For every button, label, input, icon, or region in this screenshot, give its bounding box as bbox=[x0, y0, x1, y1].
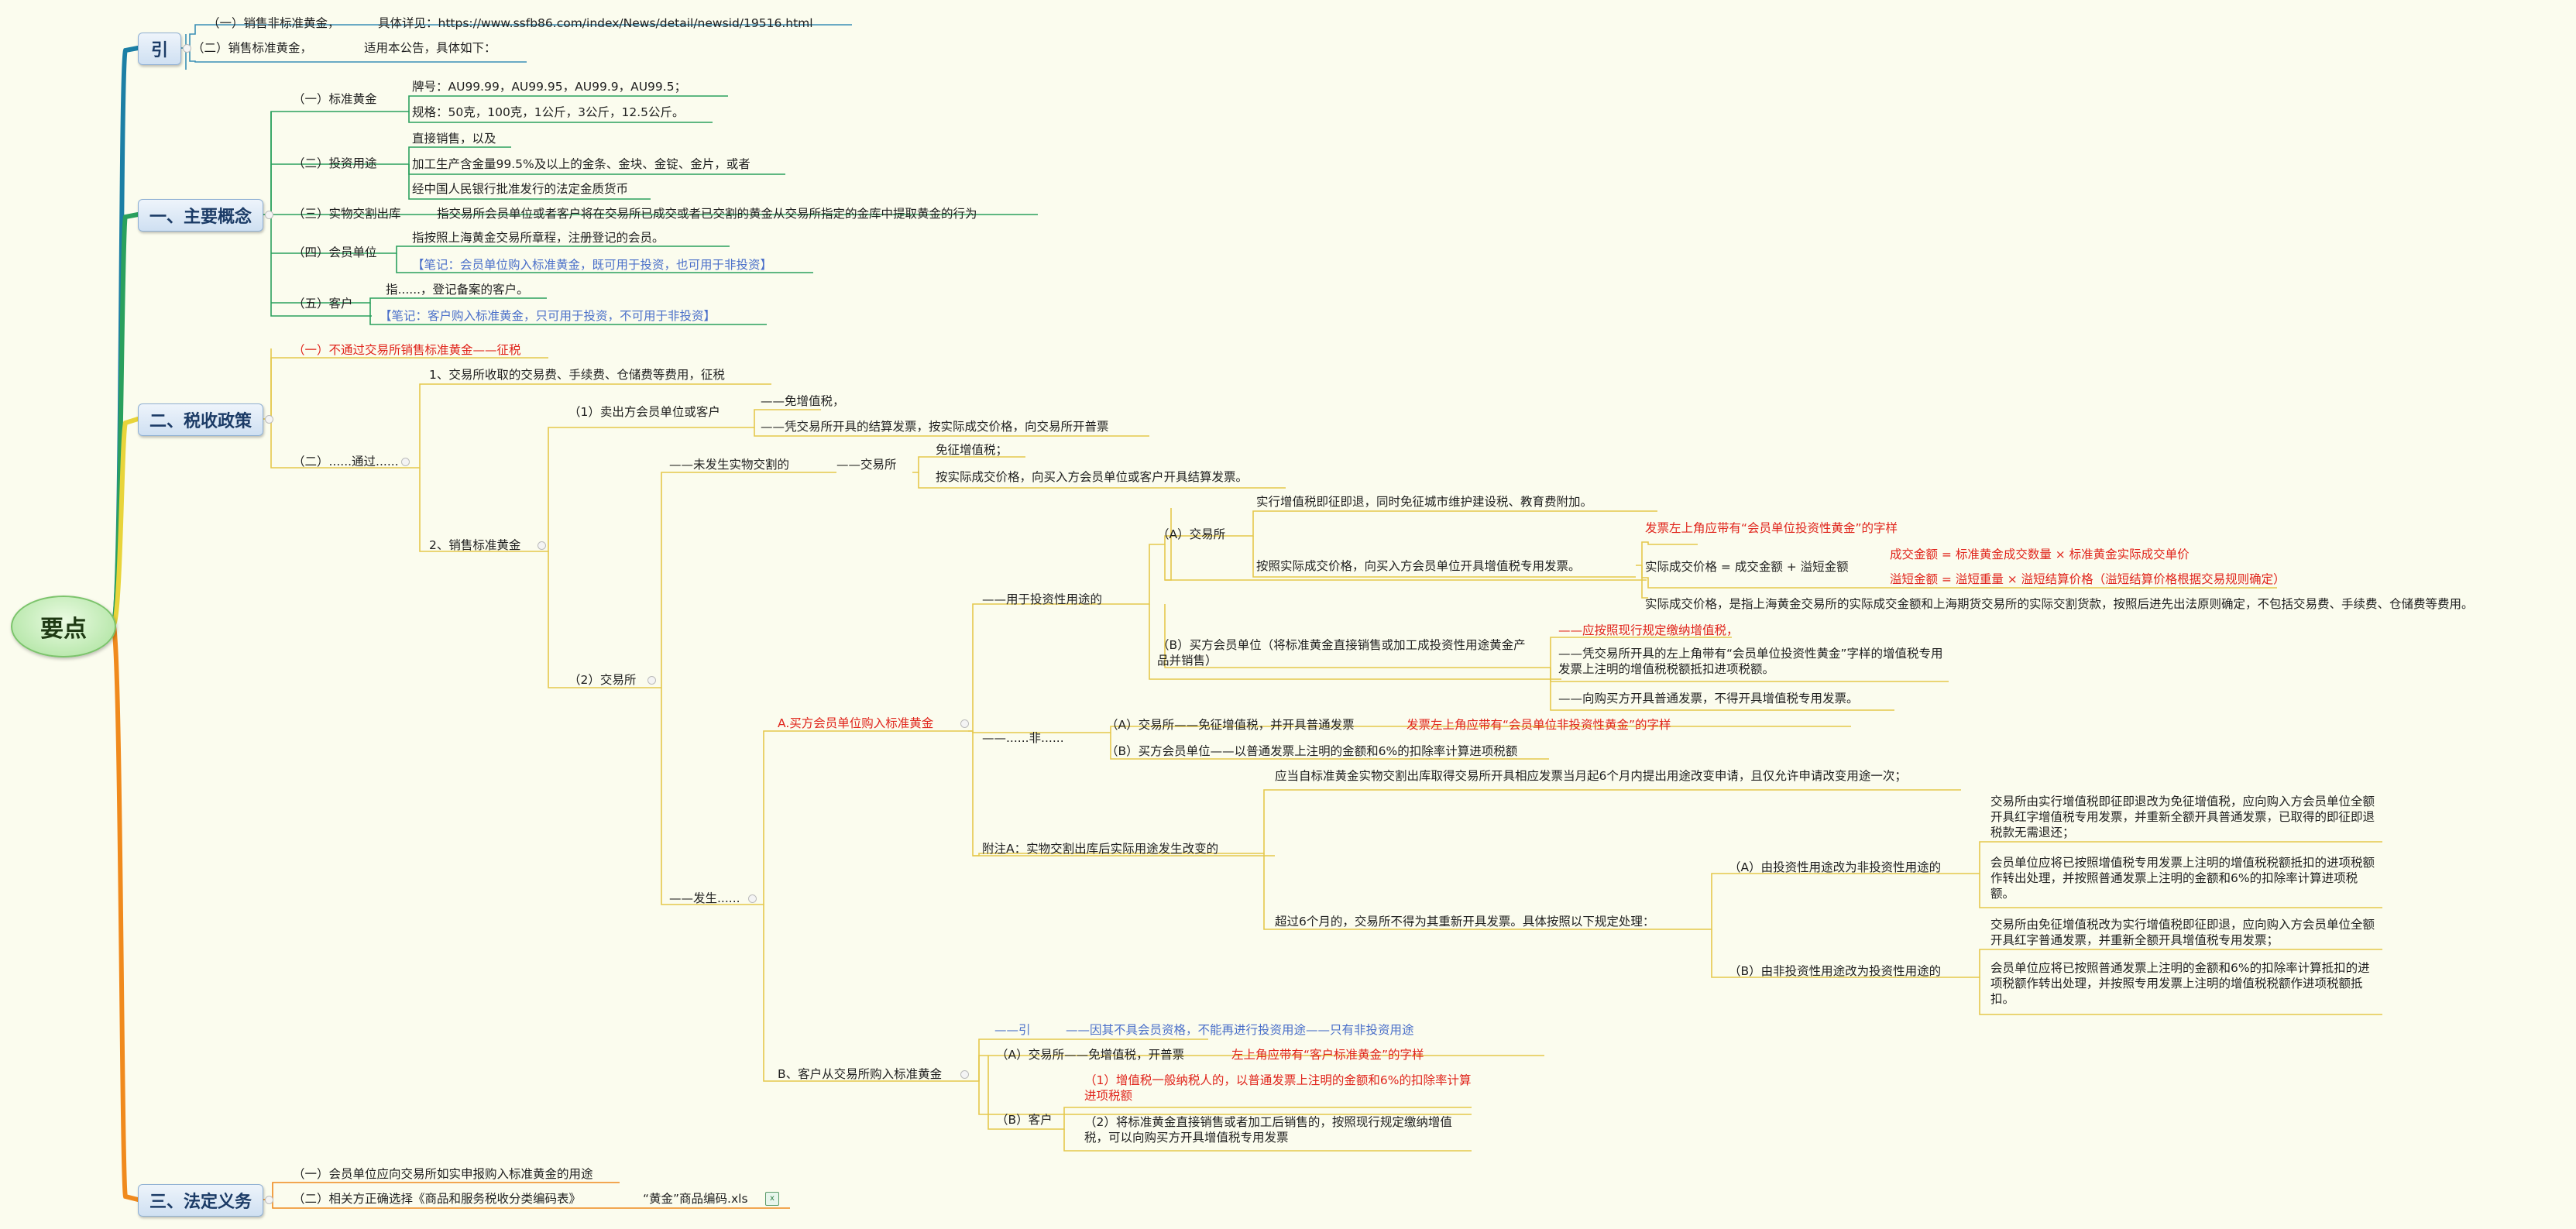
shuishou-b-yin: ——引 bbox=[994, 1023, 1031, 1037]
yin-item-1[interactable]: （一）销售非标准黄金， bbox=[208, 16, 340, 30]
collapse-toggle[interactable] bbox=[960, 719, 969, 728]
root-node[interactable]: 要点 bbox=[11, 596, 116, 657]
shuishou-anshiji: 按实际成交价格，向买入方会员单位或客户开具结算发票。 bbox=[936, 470, 1249, 484]
gainian-huiyuan-1: 指按照上海黄金交易所章程，注册登记的会员。 bbox=[412, 231, 665, 245]
trunk-shuishou bbox=[111, 417, 140, 627]
shuishou-b-title[interactable]: B、客户从交易所购入标准黄金 bbox=[778, 1067, 943, 1081]
shuishou-jiaoyisuo[interactable]: ——交易所 bbox=[836, 458, 897, 472]
gainian-huiyuan[interactable]: （四）会员单位 bbox=[293, 245, 377, 259]
shuishou-shiji-formula: 实际成交价格 = 成交金额 + 溢短金额 bbox=[1645, 560, 1849, 574]
gainian-chuku[interactable]: （三）实物交割出库 bbox=[293, 207, 401, 221]
collapse-toggle[interactable] bbox=[960, 1070, 969, 1079]
collapse-toggle[interactable] bbox=[401, 458, 410, 466]
trunk-yiwu bbox=[111, 623, 140, 1202]
shuishou-fapiao-note: 发票左上角应带有“会员单位投资性黄金”的字样 bbox=[1645, 521, 1898, 535]
shuishou-b-xiang: ——向购买方开具普通发票，不得开具增值税专用发票。 bbox=[1558, 692, 1859, 705]
shuishou-jys[interactable]: （2）交易所 bbox=[568, 673, 637, 687]
shuishou-touziyongtu[interactable]: ——用于投资性用途的 bbox=[982, 592, 1103, 606]
shuishou-a-jys[interactable]: （A）交易所 bbox=[1157, 527, 1226, 541]
collapse-toggle[interactable] bbox=[265, 1196, 273, 1204]
gainian-kehu[interactable]: （五）客户 bbox=[293, 297, 353, 311]
shuishou-mianzheng: 免征增值税； bbox=[936, 443, 1008, 457]
shuishou-b-kehu-1: （1）增值税一般纳税人的，以普通发票上注明的金额和6%的扣除率计算进项税额 bbox=[1084, 1073, 1472, 1103]
yiwu-item-2-attachment[interactable]: “黄金”商品编码.xls bbox=[643, 1192, 748, 1206]
yin-item-1-detail: 具体详见：https://www.ssfb86.com/index/News/d… bbox=[378, 16, 813, 30]
gainian-guige: 规格：50克，100克，1公斤，3公斤，12.5公斤。 bbox=[412, 105, 685, 119]
shuishou-a-title[interactable]: A.买方会员单位购入标准黄金 bbox=[778, 716, 934, 730]
gainian-touzi-2: 加工生产含金量99.5%及以上的金条、金块、金锭、金片，或者 bbox=[412, 157, 750, 171]
collapse-toggle[interactable] bbox=[265, 415, 273, 424]
gainian-chuku-desc: 指交易所会员单位或者客户将在交易所已成交或者已交割的黄金从交易所指定的金库中提取… bbox=[437, 207, 977, 221]
shuishou-b-red: ——应按照现行规定缴纳增值税， bbox=[1558, 623, 1739, 637]
main-node-gainian[interactable]: 一、主要概念 bbox=[138, 199, 263, 232]
shuishou-bian-a-1: 交易所由实行增值税即征即退改为免征增值税，应向购入方会员单位全额开具红字增值税专… bbox=[1990, 795, 2375, 839]
shuishou-fuzhu-2: 超过6个月的，交易所不得为其重新开具发票。具体按照以下规定处理： bbox=[1275, 915, 1655, 929]
collapse-toggle[interactable] bbox=[748, 894, 757, 903]
shuishou-bian-b-2: 会员单位应将已按照普通发票上注明的金额和6%的扣除率计算抵扣的进项税额作转出处理… bbox=[1990, 961, 2370, 1006]
collapse-toggle[interactable] bbox=[647, 676, 656, 685]
shuishou-bian-a[interactable]: （A）由投资性用途改为非投资性用途的 bbox=[1729, 860, 1942, 874]
shuishou-yiduan-formula: 溢短金额 = 溢短重量 × 溢短结算价格（溢短结算价格根据交易规则确定） bbox=[1890, 572, 2286, 586]
shuishou-s1: 1、交易所收取的交易费、手续费、仓储费等费用，征税 bbox=[429, 368, 725, 382]
shuishou-fasheng[interactable]: ——发生...... bbox=[669, 891, 740, 905]
gainian-kehu-1: 指......，登记备案的客户。 bbox=[386, 283, 529, 297]
shuishou-fei-b: （B）买方会员单位——以普通发票上注明的金额和6%的扣除率计算进项税额 bbox=[1106, 744, 1518, 758]
shuishou-a-jys-1: 实行增值税即征即退，同时免征城市维护建设税、教育费附加。 bbox=[1256, 495, 1593, 509]
shuishou-tong[interactable]: （二）......通过...... bbox=[293, 455, 399, 469]
shuishou-fei-a-note: 发票左上角应带有“会员单位非投资性黄金”的字样 bbox=[1406, 718, 1671, 732]
main-node-shuishou[interactable]: 二、税收政策 bbox=[138, 403, 263, 436]
shuishou-b-a: （A）交易所——免增值税，开普票 bbox=[996, 1048, 1185, 1062]
shuishou-pingjiao: ——凭交易所开具的结算发票，按实际成交价格，向交易所开普票 bbox=[761, 420, 1109, 434]
yiwu-item-1[interactable]: （一）会员单位应向交易所如实申报购入标准黄金的用途 bbox=[293, 1167, 593, 1181]
shuishou-b-ping: ——凭交易所开具的左上角带有“会员单位投资性黄金”字样的增值税专用发票上注明的增… bbox=[1558, 647, 1943, 676]
gainian-kehu-note: 【笔记：客户购入标准黄金，只可用于投资，不可用于非投资】 bbox=[380, 309, 716, 323]
collapse-toggle[interactable] bbox=[265, 211, 273, 219]
collapse-toggle[interactable] bbox=[538, 541, 546, 550]
shuishou-fei-a: （A）交易所——免征增值税，并开具普通发票 bbox=[1106, 718, 1355, 732]
gainian-touzi-3: 经中国人民银行批准发行的法定金质货币 bbox=[412, 182, 629, 196]
shuishou-fuzhu-1: 应当自标准黄金实物交割出库取得交易所开具相应发票当月起6个月内提出用途改变申请，… bbox=[1275, 769, 1907, 783]
shuishou-bian-b-1: 交易所由免征增值税改为实行增值税即征即退，应向购入方会员单位全额开具红字普通发票… bbox=[1990, 918, 2375, 947]
shuishou-maichu[interactable]: （1）卖出方会员单位或客户 bbox=[568, 405, 720, 419]
shuishou-chengjiao-formula: 成交金额 = 标准黄金成交数量 × 标准黄金实际成交单价 bbox=[1890, 548, 2190, 561]
shuishou-fei[interactable]: ——......非...... bbox=[982, 731, 1064, 745]
gainian-touzi[interactable]: （二）投资用途 bbox=[293, 156, 377, 170]
main-node-yiwu[interactable]: 三、法定义务 bbox=[138, 1184, 263, 1217]
shuishou-fuzhu[interactable]: 附注A：实物交割出库后实际用途发生改变的 bbox=[982, 842, 1219, 856]
gainian-huiyuan-note: 【笔记：会员单位购入标准黄金，既可用于投资，也可用于非投资】 bbox=[412, 258, 773, 272]
collapse-toggle[interactable] bbox=[183, 44, 191, 53]
yin-item-2-detail: 适用本公告，具体如下： bbox=[364, 41, 496, 55]
shuishou-weifasheng[interactable]: ——未发生实物交割的 bbox=[669, 458, 790, 472]
shuishou-s2[interactable]: 2、销售标准黄金 bbox=[429, 538, 521, 552]
shuishou-shiji-desc: 实际成交价格，是指上海黄金交易所的实际成交金额和上海期货交易所的实际交割货款，按… bbox=[1645, 597, 2474, 611]
shuishou-b-kehu[interactable]: （B）客户 bbox=[996, 1113, 1053, 1127]
shuishou-bian-b[interactable]: （B）由非投资性用途改为投资性用途的 bbox=[1729, 964, 1942, 978]
yiwu-item-2[interactable]: （二）相关方正确选择《商品和服务税收分类编码表》 bbox=[293, 1192, 582, 1206]
yin-item-2[interactable]: （二）销售标准黄金， bbox=[192, 41, 313, 55]
shuishou-b-a-note: 左上角应带有“客户标准黄金”的字样 bbox=[1231, 1048, 1424, 1062]
shuishou-a-jys-2: 按照实际成交价格，向买入方会员单位开具增值税专用发票。 bbox=[1256, 559, 1581, 573]
excel-file-icon[interactable]: x bbox=[765, 1192, 779, 1206]
shuishou-bu[interactable]: （一）不通过交易所销售标准黄金——征税 bbox=[293, 343, 521, 357]
gainian-paihao: 牌号：AU99.99，AU99.95，AU99.9，AU99.5； bbox=[412, 80, 687, 94]
shuishou-bian-a-2: 会员单位应将已按照增值税专用发票上注明的增值税税额抵扣的进项税额作转出处理，并按… bbox=[1990, 856, 2375, 901]
gainian-touzi-1: 直接销售，以及 bbox=[412, 132, 496, 146]
shuishou-b-kehu-2: （2）将标准黄金直接销售或者加工后销售的，按照现行规定缴纳增值税，可以向购买方开… bbox=[1084, 1115, 1452, 1145]
shuishou-b-yin-2: ——因其不具会员资格，不能再进行投资用途——只有非投资用途 bbox=[1066, 1023, 1414, 1037]
gainian-biaozhun[interactable]: （一）标准黄金 bbox=[293, 92, 377, 106]
main-node-yin[interactable]: 引 bbox=[138, 33, 181, 65]
shuishou-b-mai[interactable]: （B）买方会员单位（将标准黄金直接销售或加工成投资性用途黄金产品并销售） bbox=[1157, 638, 1526, 668]
shuishou-mianzeng: ——免增值税， bbox=[761, 394, 845, 408]
